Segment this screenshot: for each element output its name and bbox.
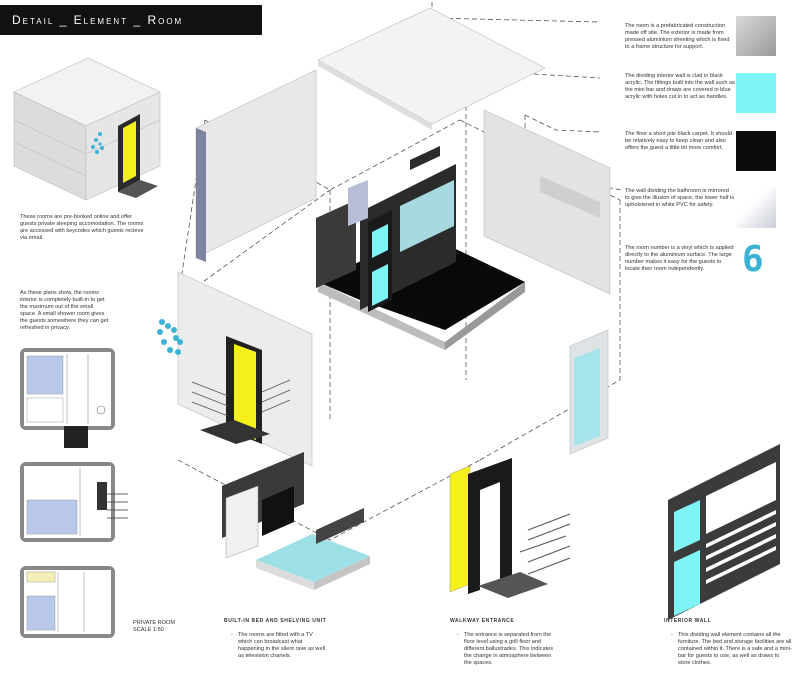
right-wall-shelf xyxy=(540,176,600,218)
plan-label: PRIVATE ROOM SCALE 1:50 xyxy=(133,620,193,634)
material-swatch-carpet xyxy=(736,131,776,171)
material-note-2: The dividing interior wall is clad in bl… xyxy=(625,73,735,100)
caption-title-interior-wall: Interior Wall xyxy=(664,618,712,624)
room-number-on-wall xyxy=(157,319,183,355)
entrance-door-frame xyxy=(191,336,291,444)
roof-panel xyxy=(317,7,546,125)
material-swatch-room-number: 6 xyxy=(742,239,764,280)
plan-label-title: PRIVATE ROOM xyxy=(133,620,176,626)
material-swatch-aluminium xyxy=(736,16,776,56)
material-note-3: The floor a short pile black carpet. It … xyxy=(625,131,732,151)
walkway-entrance-illustration xyxy=(449,458,571,598)
intro-paragraph-1: These rooms are pre-booked online and of… xyxy=(20,214,144,241)
left-wall-edge xyxy=(196,128,206,262)
material-note-5: The room number is a vinyl which is appl… xyxy=(625,245,734,272)
caption-title-bed: Built-in Bed and Shelving Unit xyxy=(224,618,327,624)
material-swatch-mirror-pvc xyxy=(736,188,776,228)
plan-label-scale: SCALE 1:50 xyxy=(133,627,164,633)
material-note-4: The wall dividing the bathroom is mirror… xyxy=(625,188,735,208)
caption-text-walkway: The entrance is separated from the floor… xyxy=(457,632,556,667)
bed-shelving-illustration xyxy=(222,452,370,590)
floor-edge-left xyxy=(318,282,445,350)
interior-wall-illustration xyxy=(668,444,780,620)
caption-text-interior-wall: This dividing wall element contains all … xyxy=(671,632,792,667)
floor-edge-right xyxy=(445,282,525,350)
material-swatch-blue-acrylic xyxy=(736,73,776,113)
floor-plan-2 xyxy=(20,462,128,542)
left-wall-panel xyxy=(195,69,317,259)
bathroom-glass xyxy=(574,348,600,446)
right-wall-panel xyxy=(483,109,611,295)
material-note-1: The room is a prefabricated construction… xyxy=(625,23,730,50)
intro-paragraph-2: As these plans show, the rooms interior … xyxy=(20,290,109,331)
caption-text-bed: The rooms are fitted with a TV which can… xyxy=(231,632,326,660)
floor-platform xyxy=(318,232,525,330)
roof-panel-edge xyxy=(318,60,432,130)
page-title: Detail _ Element _ Room xyxy=(0,5,262,35)
caption-title-walkway: Walkway Entrance xyxy=(450,618,515,624)
interior-wall-unit xyxy=(316,146,456,312)
floor-plan-3 xyxy=(20,566,115,638)
exterior-cube-illustration xyxy=(13,57,161,201)
floor-plan-1 xyxy=(20,348,115,448)
